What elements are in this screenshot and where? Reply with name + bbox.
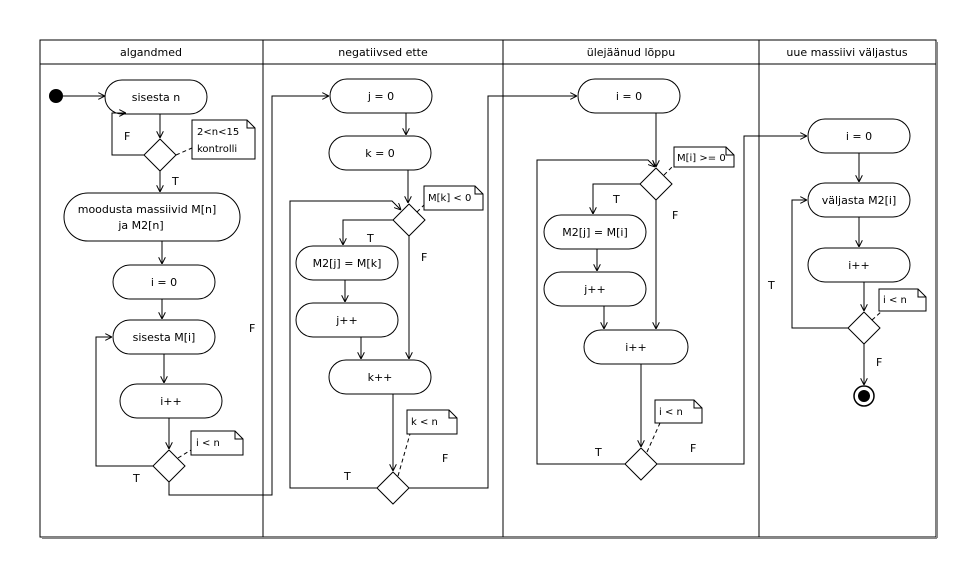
note-n-range [191,119,256,160]
guard-true: T [366,232,374,245]
inc-j-action [295,302,399,338]
guard-true: T [343,470,351,483]
init-i-action [112,264,216,300]
l3-inc-j-label: j++ [583,283,606,296]
init-k-action [328,135,432,171]
note-l3-i-lt-n-text: i < n [659,407,683,418]
note-n-range-line1: 2<n<15 [197,127,239,138]
note-k-lt-n-text: k < n [411,417,438,428]
inc-j-label: j++ [335,314,358,327]
l3-assign-label: M2[j] = M[i] [562,226,627,239]
lane-title-ulejaanud: ülejäänud lõppu [587,46,675,59]
guard-true: T [612,193,620,206]
end-node [853,385,875,407]
l4-init-i-label: i = 0 [846,130,872,143]
guard-true: T [132,472,140,485]
guard-false: F [690,442,696,455]
guard-true: T [767,279,775,292]
l4-inc-i-label: i++ [848,259,870,272]
l3-init-i-action [577,78,681,114]
guard-false: F [672,209,678,222]
decision-l3-i-lt-n [624,447,658,481]
note-i-lt-n [190,430,244,456]
note-mi-nonnegative [673,146,735,168]
guard-false: F [876,356,882,369]
init-j-label: j = 0 [367,90,394,103]
init-i-label: i = 0 [151,276,177,289]
l3-inc-i-action [583,329,689,365]
note-i-lt-n-text: i < n [196,438,220,449]
create-arrays-line1: moodusta massiivid M[n] [78,203,217,216]
note-l3-i-lt-n [654,399,703,424]
note-mk-negative [423,185,484,211]
inc-k-label: k++ [368,371,393,384]
assign-m2j-mk-action [295,245,399,281]
lane-title-valjastus: uue massiivi väljastus [786,46,907,59]
note-mk-negative-text: M[k] < 0 [428,193,471,204]
init-k-label: k = 0 [365,147,395,160]
input-mi-label: sisesta M[i] [133,331,196,344]
create-arrays-action [63,192,241,242]
assign-m2j-mk-label: M2[j] = M[k] [313,257,382,270]
note-l4-i-lt-n [878,288,927,312]
l3-init-i-label: i = 0 [616,90,642,103]
lane-title-algandmed: algandmed [120,46,182,59]
print-m2i-label: väljasta M2[i] [822,194,897,207]
guard-true: T [171,175,179,188]
init-j-action [329,78,433,114]
input-n-label: sisesta n [132,91,181,104]
inc-i-action [119,383,223,419]
input-n-action [104,79,208,115]
start-node [49,89,63,103]
guard-false: F [442,452,448,465]
create-arrays-line2: ja M2[n] [117,219,163,232]
l3-inc-i-label: i++ [625,341,647,354]
note-mi-nonnegative-text: M[i] >= 0 [677,153,726,164]
l3-assign-action [543,214,647,250]
guard-true: T [594,446,602,459]
note-l4-i-lt-n-text: i < n [883,295,907,306]
inc-k-action [328,359,432,395]
note-n-range-line2: kontrolli [197,144,237,155]
note-k-lt-n [406,409,458,435]
inc-i-label: i++ [160,395,182,408]
guard-false: F [124,130,130,143]
lane-title-negatiivsed: negatiivsed ette [338,46,428,59]
l3-inc-j-action [543,271,647,307]
l4-inc-i-action [807,247,911,283]
guard-false: F [421,251,427,264]
decision-k-lt-n [376,471,410,505]
guard-false: F [249,322,255,335]
